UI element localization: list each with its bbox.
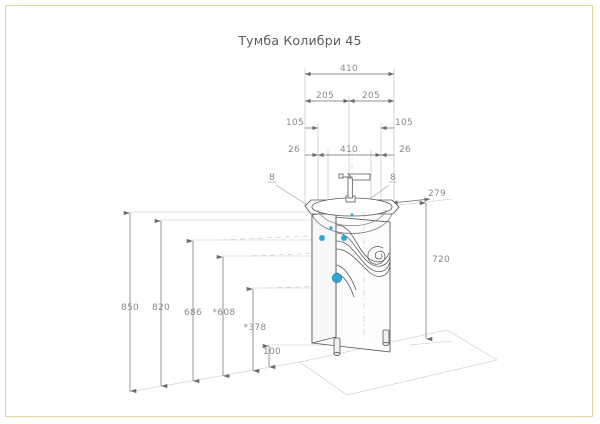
centerline [351, 150, 365, 340]
ground-plane [299, 329, 498, 396]
dim-label-counter-height: 820 [152, 303, 170, 313]
cabinet-legs [333, 329, 390, 356]
dim-label-offset-right: 105 [395, 118, 413, 128]
accent-dot-2 [341, 235, 347, 241]
accent-markers [319, 213, 354, 283]
dim-label-overall-width: 410 [340, 64, 358, 74]
accent-dot-4 [350, 213, 354, 217]
dim-label-half-left: 205 [316, 91, 334, 101]
page-title: Тумба Колибри 45 [238, 33, 362, 48]
mixer-tap [338, 173, 371, 203]
dim-label-inner-width: 410 [340, 145, 358, 155]
accent-dot-3 [329, 226, 333, 230]
dim-label-leg-height: 100 [263, 347, 281, 357]
dim-label-half-right: 205 [362, 91, 380, 101]
dim-label-offset-left: 105 [286, 118, 304, 128]
dim-label-basin-top: 686 [184, 308, 202, 318]
dim-label-total-height: 850 [121, 303, 139, 313]
basin-skirt [311, 213, 393, 234]
dim-label-edge-left: 26 [288, 145, 300, 155]
callout-label-left: 8 [269, 173, 275, 183]
dimension-chain-left [123, 210, 276, 394]
wave-swirl-pattern [336, 224, 391, 298]
leg-front-left [333, 337, 341, 355]
accent-dot-handle [331, 272, 342, 283]
dim-label-cabinet-height: 720 [432, 255, 450, 265]
callout-label-right: 8 [390, 173, 396, 183]
leg-foot-right [382, 341, 390, 346]
dimension-chain-top [305, 71, 394, 158]
vanity-cabinet [311, 209, 391, 353]
dimension-chain-right [391, 197, 433, 342]
dim-label-shelf-lower: *378 [244, 323, 267, 333]
accent-dot-1 [319, 235, 325, 241]
leg-foot-left [333, 351, 341, 356]
dim-label-edge-right: 26 [399, 145, 411, 155]
faucet-column [347, 177, 353, 199]
faucet-lever [338, 173, 344, 179]
washbasin [304, 197, 400, 234]
dim-label-shelf-upper: *608 [213, 308, 236, 318]
dim-label-depth: 279 [428, 189, 446, 199]
left-projection-lines [127, 211, 338, 393]
top-extension-lines [304, 68, 395, 205]
leg-front-right [382, 329, 390, 345]
right-projection-lines [397, 198, 453, 346]
dim-depth [391, 197, 431, 205]
basin-bowl [317, 209, 387, 227]
